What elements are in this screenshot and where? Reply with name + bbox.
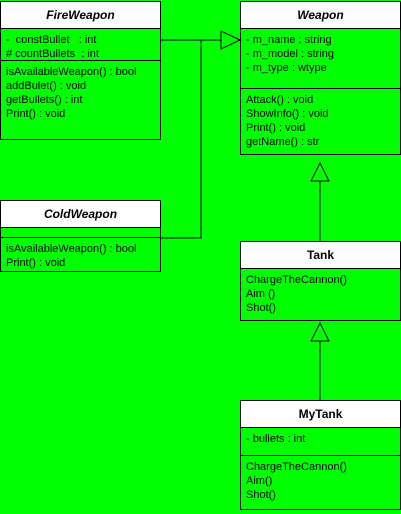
- class-weapon-attributes: - m_name : string - m_model : string - m…: [241, 29, 400, 89]
- method-show-info: ShowInfo() : void: [246, 108, 329, 120]
- class-coldweapon-methods: isAvailableWeapon() : bool Print() : voi…: [1, 238, 160, 273]
- attribute-m-name: - m_name : string: [246, 34, 332, 46]
- class-fireweapon-attributes: - constBullet : int # countBullets : int: [1, 29, 160, 61]
- arrowhead-weapon-bottom: [310, 161, 330, 182]
- method-add-bulet: addBulet() : void: [6, 80, 87, 92]
- class-mytank-attributes: - bullets : int: [241, 428, 400, 456]
- edge-coldweapon-to-weapon: [161, 39, 221, 239]
- class-tank-title: Tank: [241, 242, 400, 269]
- method-aim: Aim(): [246, 475, 273, 487]
- class-mytank-methods: ChargeTheCannon() Aim() Shot(): [241, 456, 400, 505]
- method-is-available-weapon: isAvailableWeapon() : bool: [6, 243, 137, 255]
- method-print: Print() : void: [6, 257, 66, 269]
- method-attack: Attack() : void: [246, 94, 314, 106]
- attribute-m-model: - m_model : string: [246, 48, 335, 60]
- arrowhead-weapon-left: [220, 30, 242, 50]
- method-print: Print() : void: [6, 108, 66, 120]
- method-is-available-weapon: isAvailableWeapon() : bool: [6, 66, 137, 78]
- class-tank-methods: ChargeTheCannon() Aim () Shot(): [241, 269, 400, 318]
- attribute-count-bullets: # countBullets : int: [6, 48, 99, 60]
- method-charge-the-cannon: ChargeTheCannon(): [246, 274, 347, 286]
- class-coldweapon-attributes: [1, 228, 160, 238]
- class-fireweapon-title: FireWeapon: [1, 2, 160, 29]
- class-weapon[interactable]: Weapon - m_name : string - m_model : str…: [240, 1, 401, 155]
- class-fireweapon-methods: isAvailableWeapon() : bool addBulet() : …: [1, 61, 160, 124]
- method-print: Print() : void: [246, 122, 306, 134]
- method-aim: Aim (): [246, 288, 276, 300]
- class-mytank-title: MyTank: [241, 401, 400, 428]
- method-shot: Shot(): [246, 302, 276, 314]
- arrowhead-tank-bottom: [310, 321, 330, 342]
- method-get-bullets: getBullets() : int: [6, 94, 83, 106]
- class-weapon-methods: Attack() : void ShowInfo() : void Print(…: [241, 89, 400, 152]
- attribute-const-bullet: - constBullet : int: [6, 34, 97, 46]
- class-coldweapon-title: ColdWeapon: [1, 201, 160, 228]
- class-mytank[interactable]: MyTank - bullets : int ChargeTheCannon()…: [240, 400, 401, 510]
- method-charge-the-cannon: ChargeTheCannon(): [246, 461, 347, 473]
- class-fireweapon[interactable]: FireWeapon - constBullet : int # countBu…: [0, 1, 161, 140]
- method-get-name: getName() : str: [246, 136, 320, 148]
- class-weapon-title: Weapon: [241, 2, 400, 29]
- class-tank[interactable]: Tank ChargeTheCannon() Aim () Shot(): [240, 241, 401, 321]
- attribute-bullets: - bullets : int: [246, 433, 306, 445]
- class-coldweapon[interactable]: ColdWeapon isAvailableWeapon() : bool Pr…: [0, 200, 161, 272]
- method-shot: Shot(): [246, 489, 276, 501]
- attribute-m-type: - m_type : wtype: [246, 62, 327, 74]
